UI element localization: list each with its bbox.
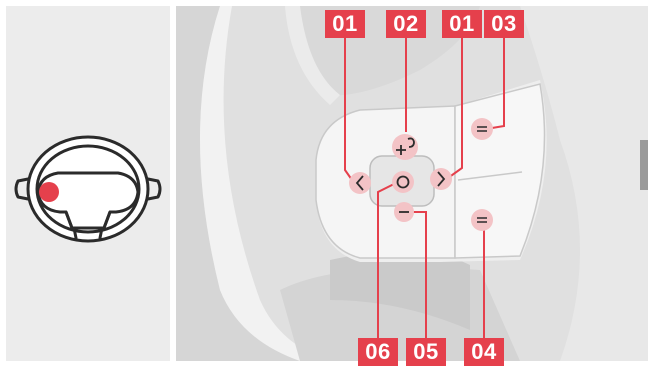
- callout-04: 04: [464, 338, 504, 366]
- callout-01-right: 01: [442, 10, 482, 38]
- callout-03: 03: [484, 10, 524, 38]
- callout-02: 02: [386, 10, 426, 38]
- button-05-minus[interactable]: [394, 202, 414, 222]
- button-01-left[interactable]: [349, 172, 371, 194]
- locator-highlight-dot: [39, 182, 59, 202]
- button-02-plus[interactable]: [392, 134, 418, 160]
- button-01-right[interactable]: [430, 168, 452, 190]
- callout-06: 06: [358, 338, 398, 366]
- callout-05: 05: [406, 338, 446, 366]
- button-04-menu[interactable]: [471, 209, 493, 231]
- callout-01-left: 01: [325, 10, 365, 38]
- button-03-menu[interactable]: [471, 118, 493, 140]
- button-06-center[interactable]: [392, 171, 414, 193]
